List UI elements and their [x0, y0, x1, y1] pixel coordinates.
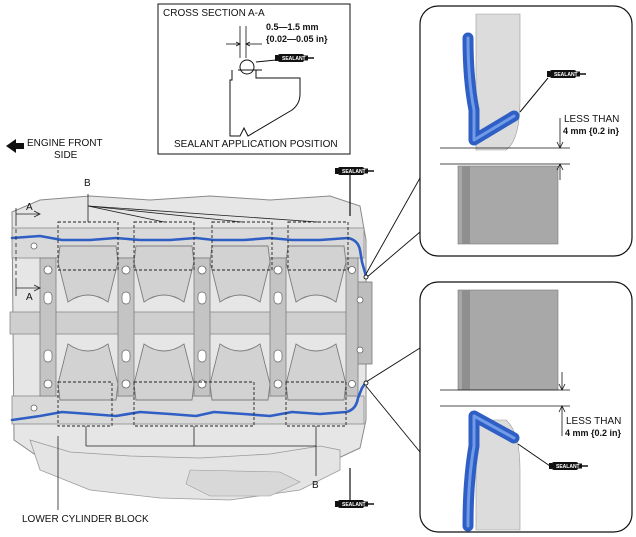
detail-top-dimension — [440, 118, 570, 180]
sealant-tube-top-icon: SEALANT — [334, 166, 375, 176]
sealant-tube-detail-top-icon: SEALANT — [546, 69, 587, 79]
lower-cylinder-block-label: LOWER CYLINDER BLOCK — [22, 514, 149, 525]
sealant-label: SEALANT — [556, 464, 580, 470]
engine-front-line2: SIDE — [54, 150, 78, 161]
upper-sealant-bead — [10, 234, 368, 278]
cross-section-panel: CROSS SECTION A-A 0.5—1.5 mm {0.02—0.05 … — [157, 3, 351, 155]
gap-dimension-lines — [226, 26, 262, 58]
lower-sealant-bead — [10, 380, 368, 422]
gap-dimension-in: {0.02—0.05 in} — [266, 34, 328, 44]
sealant-label: SEALANT — [342, 502, 366, 508]
sealant-tube-icon: SEALANT — [274, 53, 315, 63]
detail-top-panel: SEALANT LESS THAN 4 mm {0.2 in} — [419, 5, 633, 257]
zone-b-marker-bottom: B — [312, 480, 319, 491]
zone-b-leader-top — [87, 194, 319, 223]
detail-bottom-value: 4 mm {0.2 in} — [565, 428, 622, 438]
detail-top-value: 4 mm {0.2 in} — [563, 126, 620, 136]
cross-section-caption: SEALANT APPLICATION POSITION — [174, 139, 338, 150]
detail-top-less-than: LESS THAN — [564, 114, 619, 125]
zone-b-marker-top: B — [84, 178, 91, 189]
section-a-markers — [15, 208, 41, 296]
sealant-tube-bottom-icon: SEALANT — [334, 499, 375, 509]
sealant-label: SEALANT — [342, 169, 366, 175]
detail-callout-lines — [363, 177, 421, 453]
cross-section-title: CROSS SECTION A-A — [163, 8, 265, 19]
engine-front-indicator: ENGINE FRONT SIDE — [6, 138, 103, 161]
sealant-label: SEALANT — [282, 56, 306, 62]
detail-bottom-panel: SEALANT LESS THAN 4 mm {0.2 in} — [419, 281, 633, 533]
section-profile — [229, 59, 301, 137]
sealant-label: SEALANT — [554, 72, 578, 78]
front-arrow-icon — [6, 139, 24, 153]
detail-bottom-dimension — [440, 372, 570, 436]
section-marker-a-bottom: A — [26, 292, 33, 303]
engine-front-line1: ENGINE FRONT — [27, 138, 103, 149]
lower-cylinder-block-illustration: B B A A LOWER CYLINDER BLOCK SEALANT — [9, 166, 421, 525]
detail-bottom-less-than: LESS THAN — [566, 416, 621, 427]
sealant-tube-detail-bottom-icon: SEALANT — [548, 461, 589, 471]
zone-b-leader-bottom — [85, 426, 317, 476]
gap-dimension-mm: 0.5—1.5 mm — [266, 22, 319, 32]
section-marker-a-top: A — [26, 202, 33, 213]
